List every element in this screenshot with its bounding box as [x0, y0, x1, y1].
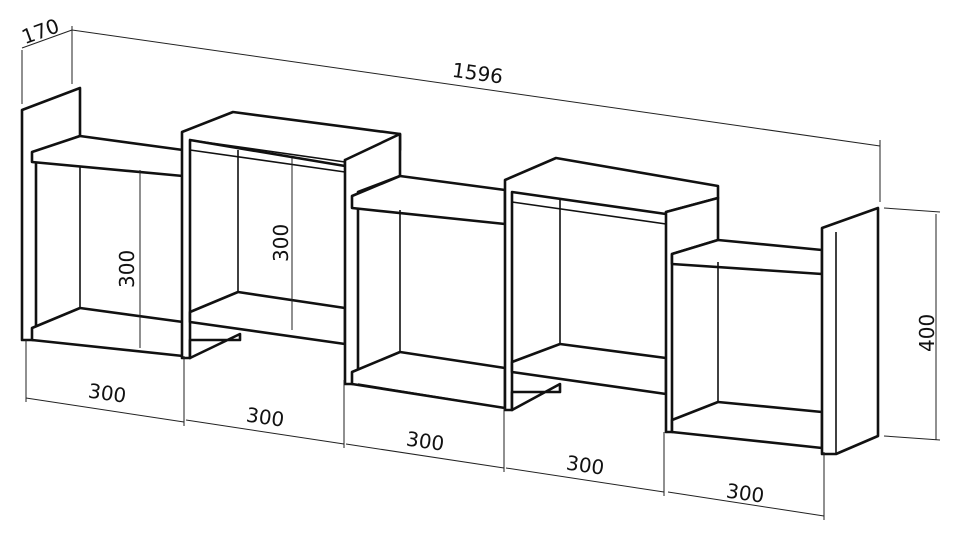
right-side-panel [820, 206, 880, 456]
section-width-4-dimension-line [505, 467, 665, 493]
section-width-1-label: 300 [87, 379, 128, 408]
section-width-3-label: 300 [405, 427, 446, 456]
section-width-3-dimension-line [345, 443, 505, 469]
inner-height-1-label: 300 [115, 250, 139, 288]
section-width-5-dimension-line [667, 491, 825, 517]
shelf-section-1 [20, 86, 185, 358]
shelf-5-bottom [670, 400, 824, 450]
height-label: 400 [915, 314, 939, 352]
section-width-2-label: 300 [245, 403, 286, 432]
section-width-2-dimension-line [185, 419, 345, 445]
shelf-section-4 [503, 156, 720, 412]
shelf-section-3 [343, 132, 507, 410]
section-width-1-dimension-line [25, 397, 185, 423]
shelf-section-5 [664, 196, 880, 456]
shelf-4-bottom [510, 342, 668, 396]
shelf-3-side [343, 132, 402, 386]
section-width-4-label: 300 [565, 451, 606, 480]
shelf-5-side [664, 196, 720, 434]
shelf-1-bottom [30, 306, 185, 358]
shelf-2-bottom [188, 290, 347, 346]
shelf-3-bottom [350, 350, 507, 410]
dimension-labels: 170 1596 400 300 300 300 300 300 300 300 [18, 14, 939, 508]
section-width-5-label: 300 [725, 479, 766, 508]
depth-dimension-line [21, 29, 73, 49]
dimension-lines [21, 26, 941, 520]
left-side-panel [20, 86, 82, 342]
shelf-unit [20, 86, 880, 456]
inner-height-2-label: 300 [269, 224, 293, 262]
depth-label: 170 [18, 14, 62, 50]
total-width-label: 1596 [451, 58, 505, 89]
total-width-dimension-line [71, 29, 881, 147]
